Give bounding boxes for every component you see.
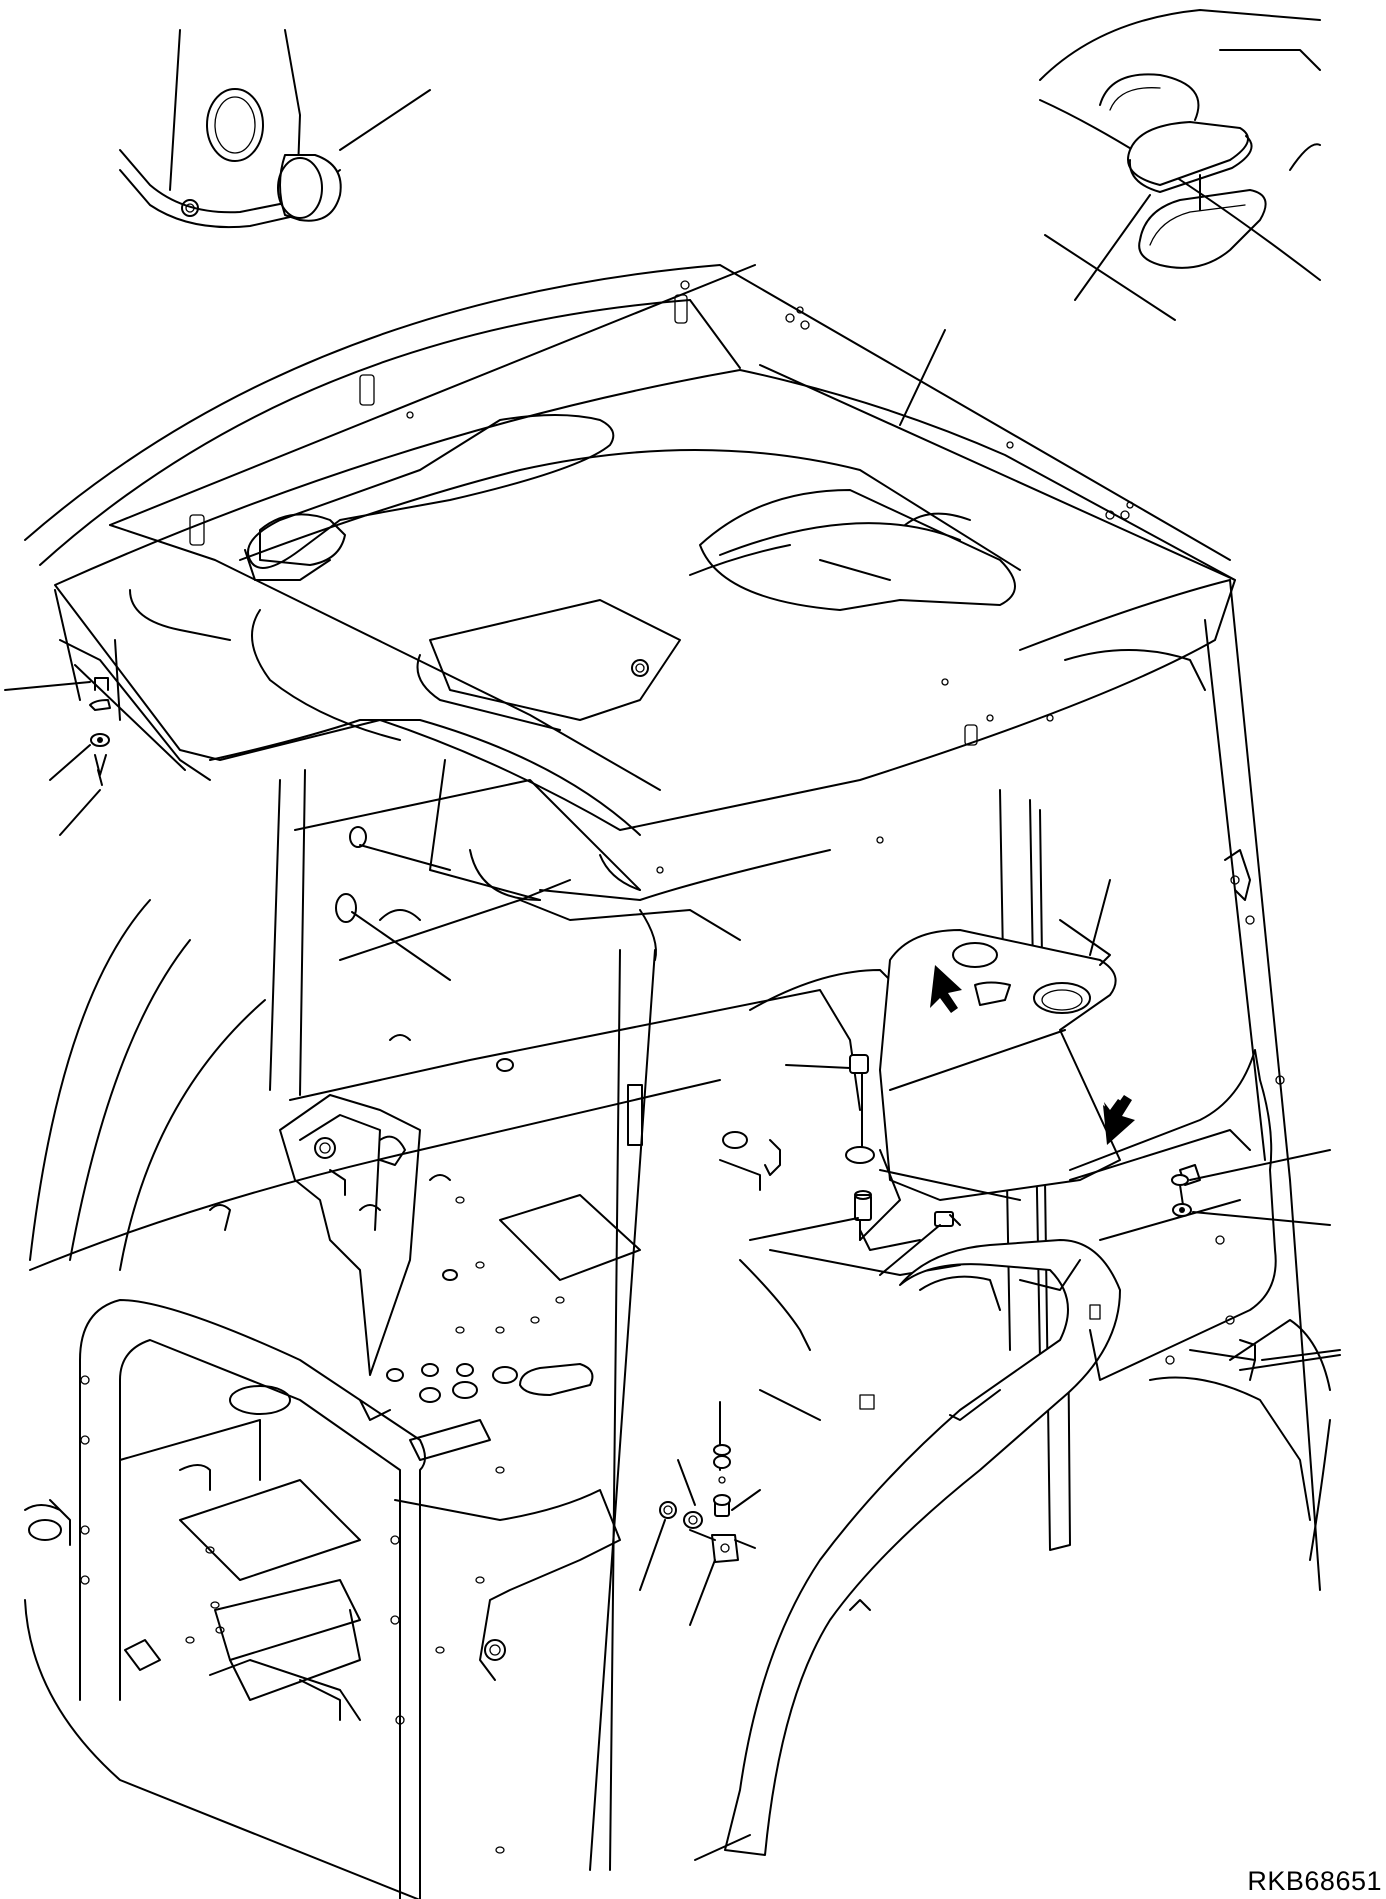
document-code: RKB68651 [1247,1866,1382,1896]
wall-bracket [279,1094,421,1376]
left-side-trim [4,589,211,836]
rear-console [859,919,1121,1251]
leader-lines [694,329,1341,1861]
roof-headliner [54,369,1236,901]
arrows [930,965,1135,1145]
right-side-panel [1069,849,1331,1561]
inset-cap-plug [119,29,431,229]
door-frame [79,1299,621,1899]
cab-roof [24,264,1236,581]
right-fender-cover [724,1239,1121,1856]
cab-frame [29,579,1321,1871]
inset-roof-grommet [1039,9,1321,321]
fasteners [335,826,1341,1626]
cab-floor [24,909,861,1899]
